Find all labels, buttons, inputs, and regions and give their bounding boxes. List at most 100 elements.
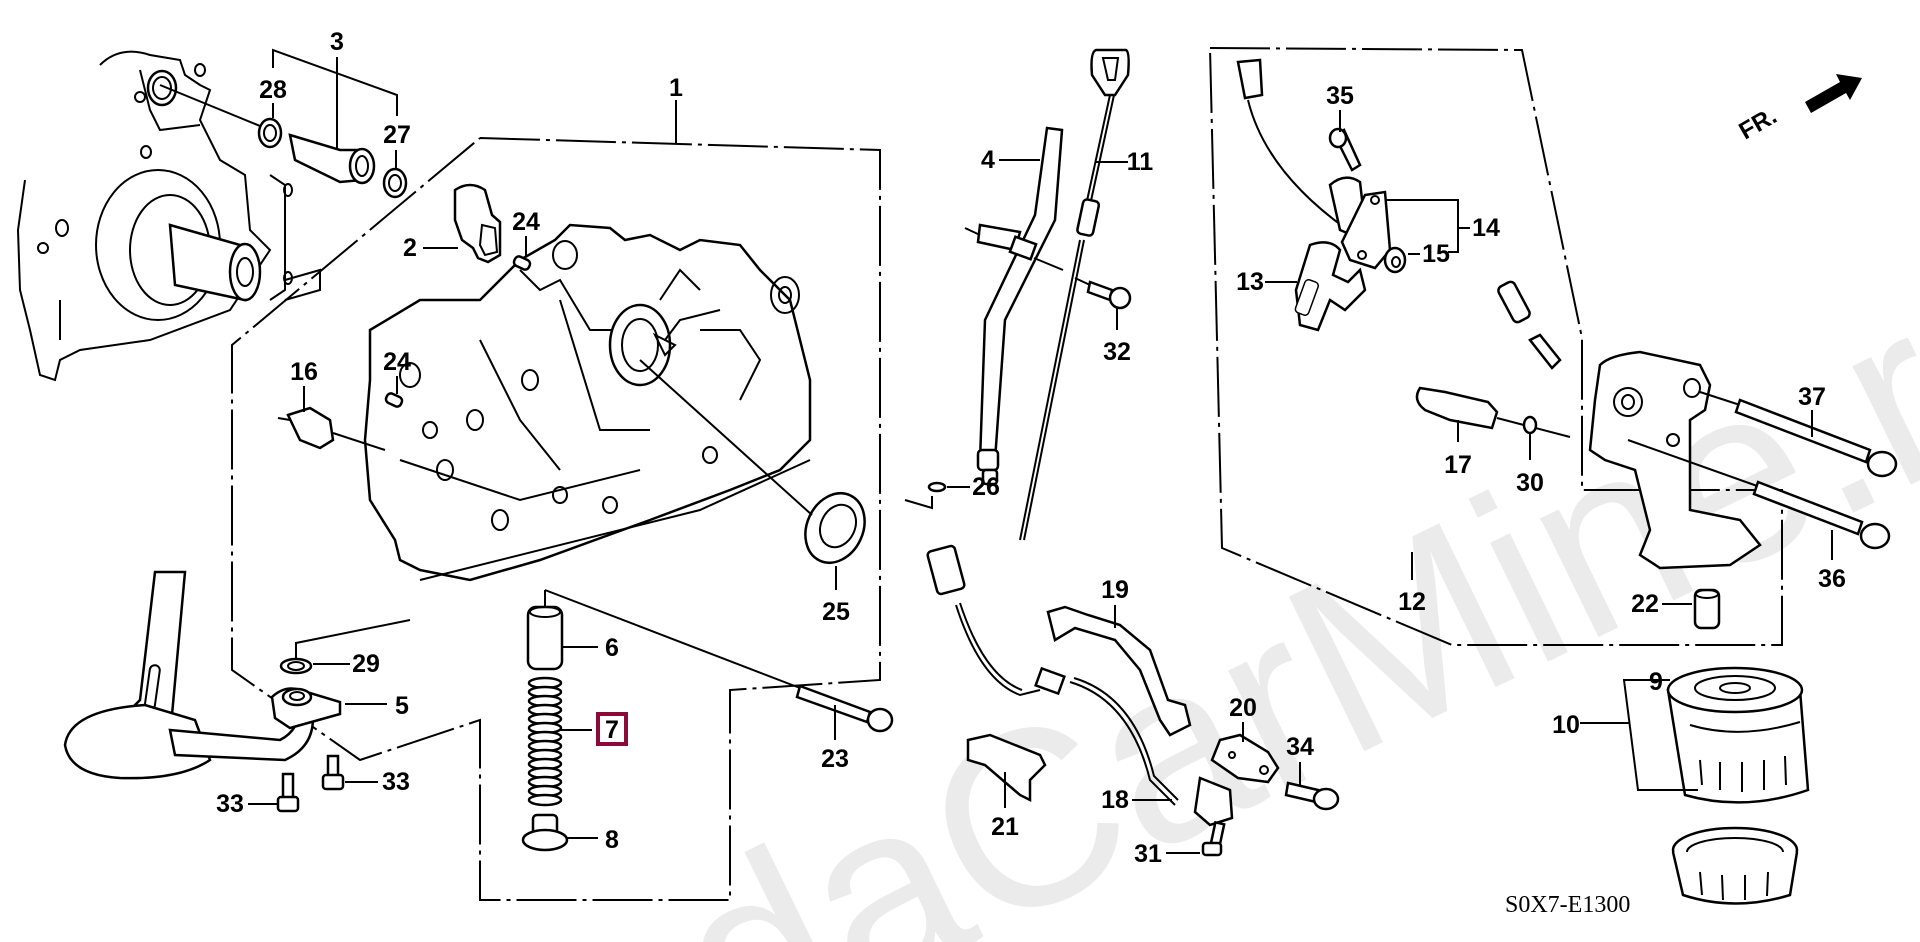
engine-block-drawing <box>16 50 321 382</box>
part-26-o-ring[interactable] <box>904 481 947 510</box>
part-6-relief-valve-piston[interactable] <box>526 590 564 671</box>
vtc-strainer-housing[interactable] <box>1497 280 1762 570</box>
callout-5[interactable]: 5 <box>395 692 409 720</box>
callout-10[interactable]: 10 <box>1552 711 1580 739</box>
callout-label: 12 <box>1398 588 1426 616</box>
callout-23[interactable]: 23 <box>821 745 849 773</box>
part-37-bolt[interactable] <box>1699 391 1898 478</box>
callout-28[interactable]: 28 <box>259 76 287 104</box>
part-25-oil-seal[interactable] <box>639 359 876 572</box>
part-21-connector-clip[interactable] <box>966 733 1047 803</box>
callout-30[interactable]: 30 <box>1516 469 1544 497</box>
part-34-bolt[interactable] <box>1284 781 1340 811</box>
part-32-bolt[interactable] <box>1074 277 1132 310</box>
callout-20[interactable]: 20 <box>1229 694 1257 722</box>
callout-label: 16 <box>290 358 318 386</box>
callout-34[interactable]: 34 <box>1286 733 1314 761</box>
callout-label: 1 <box>669 74 683 102</box>
part-29-o-ring[interactable] <box>279 619 411 675</box>
callout-label: 32 <box>1103 338 1131 366</box>
callout-label: 14 <box>1472 214 1500 242</box>
part-24-dowel-lower[interactable] <box>384 392 404 408</box>
callout-8[interactable]: 8 <box>605 826 619 854</box>
part-14-sensor[interactable] <box>1236 58 1392 270</box>
callout-label: 33 <box>382 768 410 796</box>
oil-strainer-drawing[interactable] <box>63 570 315 780</box>
strainer-screen <box>63 703 212 780</box>
part-16-oil-pressure-switch[interactable] <box>277 406 386 451</box>
callout-label: 28 <box>259 76 287 104</box>
strainer-bracket <box>116 570 187 722</box>
callout-16[interactable]: 16 <box>290 358 318 386</box>
callout-37[interactable]: 37 <box>1798 383 1826 411</box>
callout-15[interactable]: 15 <box>1422 240 1450 268</box>
callout-32[interactable]: 32 <box>1103 338 1131 366</box>
callout-33b[interactable]: 33 <box>382 768 410 796</box>
part-20-bracket[interactable] <box>1210 733 1280 784</box>
part-28-washer[interactable] <box>257 117 283 149</box>
callout-label: 20 <box>1229 694 1257 722</box>
callout-14[interactable]: 14 <box>1472 214 1500 242</box>
callout-label: 31 <box>1134 840 1162 868</box>
part-9-oil-filter[interactable] <box>1666 666 1810 804</box>
callout-label: 11 <box>1127 148 1154 176</box>
callout-12[interactable]: 12 <box>1398 588 1426 616</box>
callout-31[interactable]: 31 <box>1134 840 1162 868</box>
callout-25[interactable]: 25 <box>822 598 850 626</box>
callout-29[interactable]: 29 <box>352 650 380 678</box>
part-36-bolt[interactable] <box>1627 439 1891 550</box>
part-1-oil-pump[interactable] <box>363 223 812 582</box>
part-15-o-ring[interactable] <box>1383 246 1407 274</box>
part-24-dowel-upper[interactable] <box>512 255 532 271</box>
callout-3[interactable]: 3 <box>330 28 344 56</box>
callout-label: 19 <box>1101 576 1129 604</box>
part-2-gasket[interactable] <box>453 183 502 264</box>
callout-11[interactable]: 11 <box>1127 148 1154 176</box>
part-11-dipstick[interactable] <box>1019 48 1130 541</box>
callout-27[interactable]: 27 <box>383 121 411 149</box>
callout-17[interactable]: 17 <box>1444 451 1472 479</box>
callout-24b[interactable]: 24 <box>383 348 411 376</box>
part-18-sensor-harness[interactable] <box>926 544 1234 827</box>
part-4-dipstick-tube[interactable] <box>964 126 1064 486</box>
callout-label: 9 <box>1649 668 1663 696</box>
part-7-relief-spring[interactable] <box>527 676 563 807</box>
part-35-bolt[interactable] <box>1328 127 1362 172</box>
part-30-washer[interactable] <box>1522 415 1538 435</box>
bracket-14 <box>1385 199 1459 253</box>
part-5-strainer-flange[interactable] <box>270 687 342 730</box>
callout-label: 21 <box>991 813 1019 841</box>
callout-labels: 1234567891011121314151617181920212223242… <box>216 28 1846 868</box>
callout-24a[interactable]: 24 <box>512 208 540 236</box>
callout-22[interactable]: 22 <box>1631 590 1659 618</box>
callout-19[interactable]: 19 <box>1101 576 1129 604</box>
callout-36[interactable]: 36 <box>1818 565 1846 593</box>
callout-4[interactable]: 4 <box>981 146 995 174</box>
callout-26[interactable]: 26 <box>972 473 1000 501</box>
part-33-bolt-right[interactable] <box>321 754 345 791</box>
bracket-10 <box>1622 679 1698 791</box>
callout-6[interactable]: 6 <box>605 634 619 662</box>
callout-1[interactable]: 1 <box>669 74 683 102</box>
part-10-filter-wrench[interactable] <box>1671 826 1799 905</box>
callout-18[interactable]: 18 <box>1101 786 1129 814</box>
part-8-sealing-bolt[interactable] <box>521 813 569 852</box>
part-27-washer[interactable] <box>382 167 408 199</box>
diagram-code: S0X7-E1300 <box>1505 892 1630 918</box>
part-23-bolt[interactable] <box>544 589 894 733</box>
part-22-plug[interactable] <box>1693 588 1721 630</box>
callout-label: 37 <box>1798 383 1826 411</box>
callout-label: 23 <box>821 745 849 773</box>
part-31-bolt[interactable] <box>1201 820 1226 857</box>
callout-21[interactable]: 21 <box>991 813 1019 841</box>
callout-9[interactable]: 9 <box>1649 668 1663 696</box>
callout-33a[interactable]: 33 <box>216 790 244 818</box>
callout-7[interactable]: 7 <box>596 712 628 746</box>
callout-13[interactable]: 13 <box>1236 268 1264 296</box>
part-19-harness-bracket[interactable] <box>1046 605 1192 737</box>
front-arrow-icon <box>1805 74 1862 113</box>
callout-35[interactable]: 35 <box>1326 82 1354 110</box>
part-33-bolt-left[interactable] <box>276 772 300 813</box>
callout-2[interactable]: 2 <box>403 234 417 262</box>
part-13-filter-gasket[interactable] <box>1294 241 1367 332</box>
